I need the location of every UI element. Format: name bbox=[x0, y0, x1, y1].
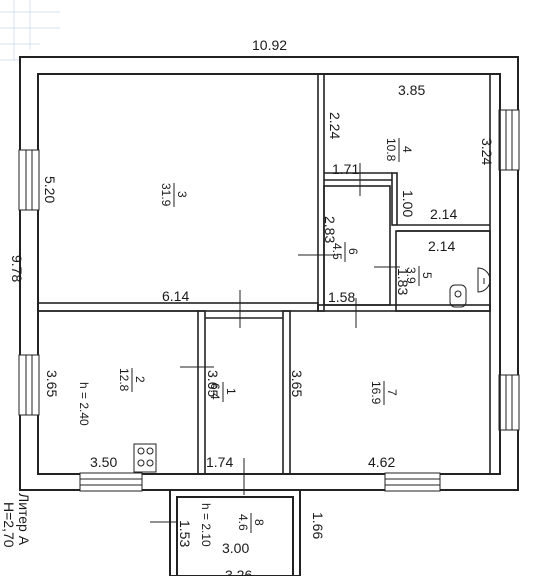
dim-158: 1.58 bbox=[328, 289, 355, 305]
dim-365c: 3.65 bbox=[289, 370, 305, 397]
room-number: 3 bbox=[175, 191, 189, 198]
dim-214a: 2.14 bbox=[430, 206, 457, 222]
dim-385: 3.85 bbox=[398, 82, 425, 98]
sink-icon bbox=[477, 267, 491, 293]
dim-214b: 2.14 bbox=[428, 238, 455, 254]
dim-300: 3.00 bbox=[222, 540, 249, 556]
interior-walls bbox=[37, 73, 501, 475]
room-number: 2 bbox=[133, 376, 147, 383]
dim-166: 1.66 bbox=[310, 512, 326, 539]
toilet-icon bbox=[449, 284, 467, 308]
dim-171: 1.71 bbox=[332, 161, 359, 177]
room-label-7: 7 16.9 bbox=[369, 381, 399, 405]
dim-283: 2.83 bbox=[322, 216, 338, 243]
ceiling-height-note: H=2,70 bbox=[1, 502, 17, 548]
room-label-6: 6 4.5 bbox=[330, 242, 360, 262]
dim-324: 3.24 bbox=[479, 138, 495, 165]
room-label-5: 5 3.9 bbox=[404, 266, 434, 286]
room-area: 10.8 bbox=[384, 138, 398, 162]
dim-174: 1.74 bbox=[206, 454, 233, 470]
stove-icon bbox=[133, 443, 157, 473]
room-number: 4 bbox=[400, 146, 414, 153]
room-label-3: 3 31.9 bbox=[159, 183, 189, 207]
dim-614: 6.14 bbox=[162, 288, 189, 304]
dim-overall-depth: 9.78 bbox=[9, 255, 25, 282]
windows bbox=[18, 109, 520, 492]
height-room-8: h = 2.10 bbox=[199, 503, 213, 547]
room-number: 7 bbox=[385, 389, 399, 396]
dim-100: 1.00 bbox=[400, 190, 416, 217]
watermark-text: Домклик bbox=[76, 536, 136, 553]
room-label-4: 4 10.8 bbox=[384, 138, 414, 162]
background-grid bbox=[0, 0, 60, 61]
room-label-8: 8 4.6 bbox=[236, 513, 266, 533]
room-label-1: 1 6.4 bbox=[208, 382, 238, 402]
room-area: 4.6 bbox=[236, 514, 250, 531]
dim-462: 4.62 bbox=[368, 454, 395, 470]
dim-520: 5.20 bbox=[42, 176, 58, 203]
outer-wall bbox=[19, 56, 519, 491]
room-number: 1 bbox=[224, 388, 238, 395]
dim-153: 1.53 bbox=[177, 520, 193, 547]
litera-label: Литер А bbox=[16, 493, 32, 546]
room-area: 4.5 bbox=[330, 243, 344, 260]
dim-183: 1.83 bbox=[395, 268, 411, 295]
dim-224: 2.24 bbox=[327, 112, 343, 139]
watermark-logo: Домклик bbox=[57, 536, 136, 553]
room-area: 3.9 bbox=[404, 267, 418, 284]
room-number: 5 bbox=[420, 272, 434, 279]
height-room-2: h = 2.40 bbox=[77, 382, 91, 426]
room-number: 6 bbox=[346, 248, 360, 255]
dim-365b: 3.65 bbox=[205, 370, 221, 397]
room-number: 8 bbox=[252, 519, 266, 526]
room-area: 12.8 bbox=[117, 368, 131, 392]
room-area: 6.4 bbox=[208, 383, 222, 400]
room-label-2: 2 12.8 bbox=[117, 368, 147, 392]
dim-overall-bottom: 3.26 bbox=[225, 567, 252, 576]
dim-350: 3.50 bbox=[90, 454, 117, 470]
room-area: 31.9 bbox=[159, 183, 173, 207]
porch bbox=[150, 489, 301, 576]
dim-365a: 3.65 bbox=[44, 370, 60, 397]
dim-overall-width: 10.92 bbox=[252, 37, 287, 53]
door-marks bbox=[180, 163, 400, 495]
room-area: 16.9 bbox=[369, 381, 383, 405]
